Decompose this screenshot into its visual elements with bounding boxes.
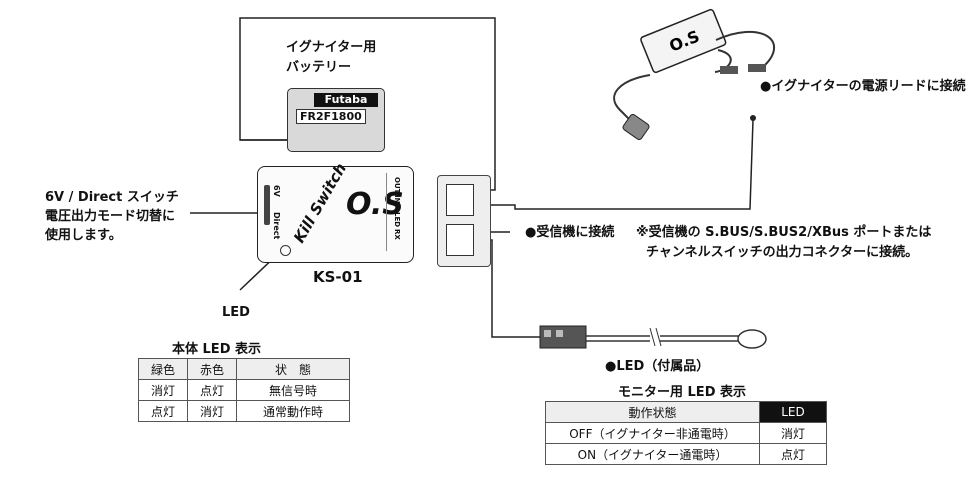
ignitor-connector-2 — [748, 64, 766, 72]
connector-block — [437, 175, 491, 267]
table-cell: 通常動作時 — [236, 400, 350, 422]
monitor-led-table-caption: モニター用 LED 表示 — [618, 385, 747, 400]
table-cell: 消灯 — [138, 379, 188, 401]
header-operation-state: 動作状態 — [545, 401, 760, 423]
ignitor-connector-1 — [720, 66, 738, 74]
table-cell: ON（イグナイター通電時） — [545, 443, 760, 465]
ignitor-lead-2 — [714, 49, 732, 73]
header-green: 緑色 — [138, 358, 188, 380]
battery-brand: Futaba — [314, 93, 378, 107]
battery-pack: Futaba FR2F1800 — [287, 88, 385, 152]
header-led: LED — [759, 401, 827, 423]
ks01-device: 6V Direct Kill Switch O.S OUT IN LED RX — [257, 160, 414, 263]
table-row: OFF（イグナイター非通電時） 消灯 — [545, 422, 827, 444]
body-led-table: 緑色 赤色 状 態 消灯 点灯 無信号時 点灯 消灯 通常動作時 — [138, 358, 350, 422]
switch-label-direct: Direct — [272, 212, 281, 240]
switch-note-2: 電圧出力モード切替に — [45, 209, 176, 224]
ignitor-cable — [613, 74, 651, 131]
receiver-label: ●受信機に接続 — [525, 225, 615, 240]
table-row: 消灯 点灯 無信号時 — [138, 379, 350, 401]
switch-label-6v: 6V — [272, 185, 281, 197]
table-cell: 点灯 — [138, 400, 188, 422]
ignitor-plug — [622, 113, 650, 141]
port-in-label: IN — [393, 195, 401, 204]
table-header-row: 動作状態 LED — [545, 401, 827, 423]
table-row: 点灯 消灯 通常動作時 — [138, 400, 350, 422]
table-cell: 消灯 — [759, 422, 827, 444]
receiver-note-1: ※受信機の S.BUS/S.BUS2/XBus ポートまたは — [636, 225, 932, 240]
table-cell: OFF（イグナイター非通電時） — [545, 422, 760, 444]
table-cell: 点灯 — [759, 443, 827, 465]
connector-top — [446, 184, 474, 216]
ignitor-lead-1 — [715, 30, 776, 69]
ignitor-endpoint — [750, 115, 756, 121]
switch-note-1: 6V / Direct スイッチ — [45, 190, 179, 205]
monitor-led-table: 動作状態 LED OFF（イグナイター非通電時） 消灯 ON（イグナイター通電時… — [545, 401, 827, 465]
status-led-icon — [280, 245, 291, 256]
table-row: ON（イグナイター通電時） 点灯 — [545, 443, 827, 465]
switch-note-3: 使用します。 — [45, 228, 122, 243]
led-label: LED — [222, 305, 250, 320]
table-header-row: 緑色 赤色 状 態 — [138, 358, 350, 380]
battery-label-1: イグナイター用 — [286, 40, 377, 55]
port-rx-label: RX — [393, 228, 401, 240]
os-logo: O.S — [346, 187, 404, 222]
ignitor-module: O.S — [640, 8, 727, 74]
battery-model: FR2F1800 — [296, 109, 366, 124]
header-red: 赤色 — [187, 358, 237, 380]
mode-switch[interactable] — [264, 185, 270, 225]
receiver-note-2: チャンネルスイッチの出力コネクターに接続。 — [646, 245, 919, 260]
led-accessory-label: ●LED（付属品） — [605, 359, 710, 374]
port-out-label: OUT — [393, 177, 401, 194]
port-led-label: LED — [393, 211, 401, 227]
device-name: KS-01 — [313, 268, 363, 286]
device-port-labels: OUT IN LED RX — [386, 173, 409, 251]
ignitor-lead-label: ●イグナイターの電源リードに接続 — [760, 79, 966, 94]
header-state: 状 態 — [236, 358, 350, 380]
table-cell: 消灯 — [187, 400, 237, 422]
connector-bottom — [446, 224, 474, 256]
led-accessory — [539, 325, 767, 349]
table-cell: 無信号時 — [236, 379, 350, 401]
body-led-table-caption: 本体 LED 表示 — [172, 342, 262, 357]
ignitor-wire — [466, 119, 754, 210]
table-cell: 点灯 — [187, 379, 237, 401]
kill-switch-logo: Kill Switch — [290, 160, 351, 246]
battery-label-2: バッテリー — [286, 60, 352, 75]
